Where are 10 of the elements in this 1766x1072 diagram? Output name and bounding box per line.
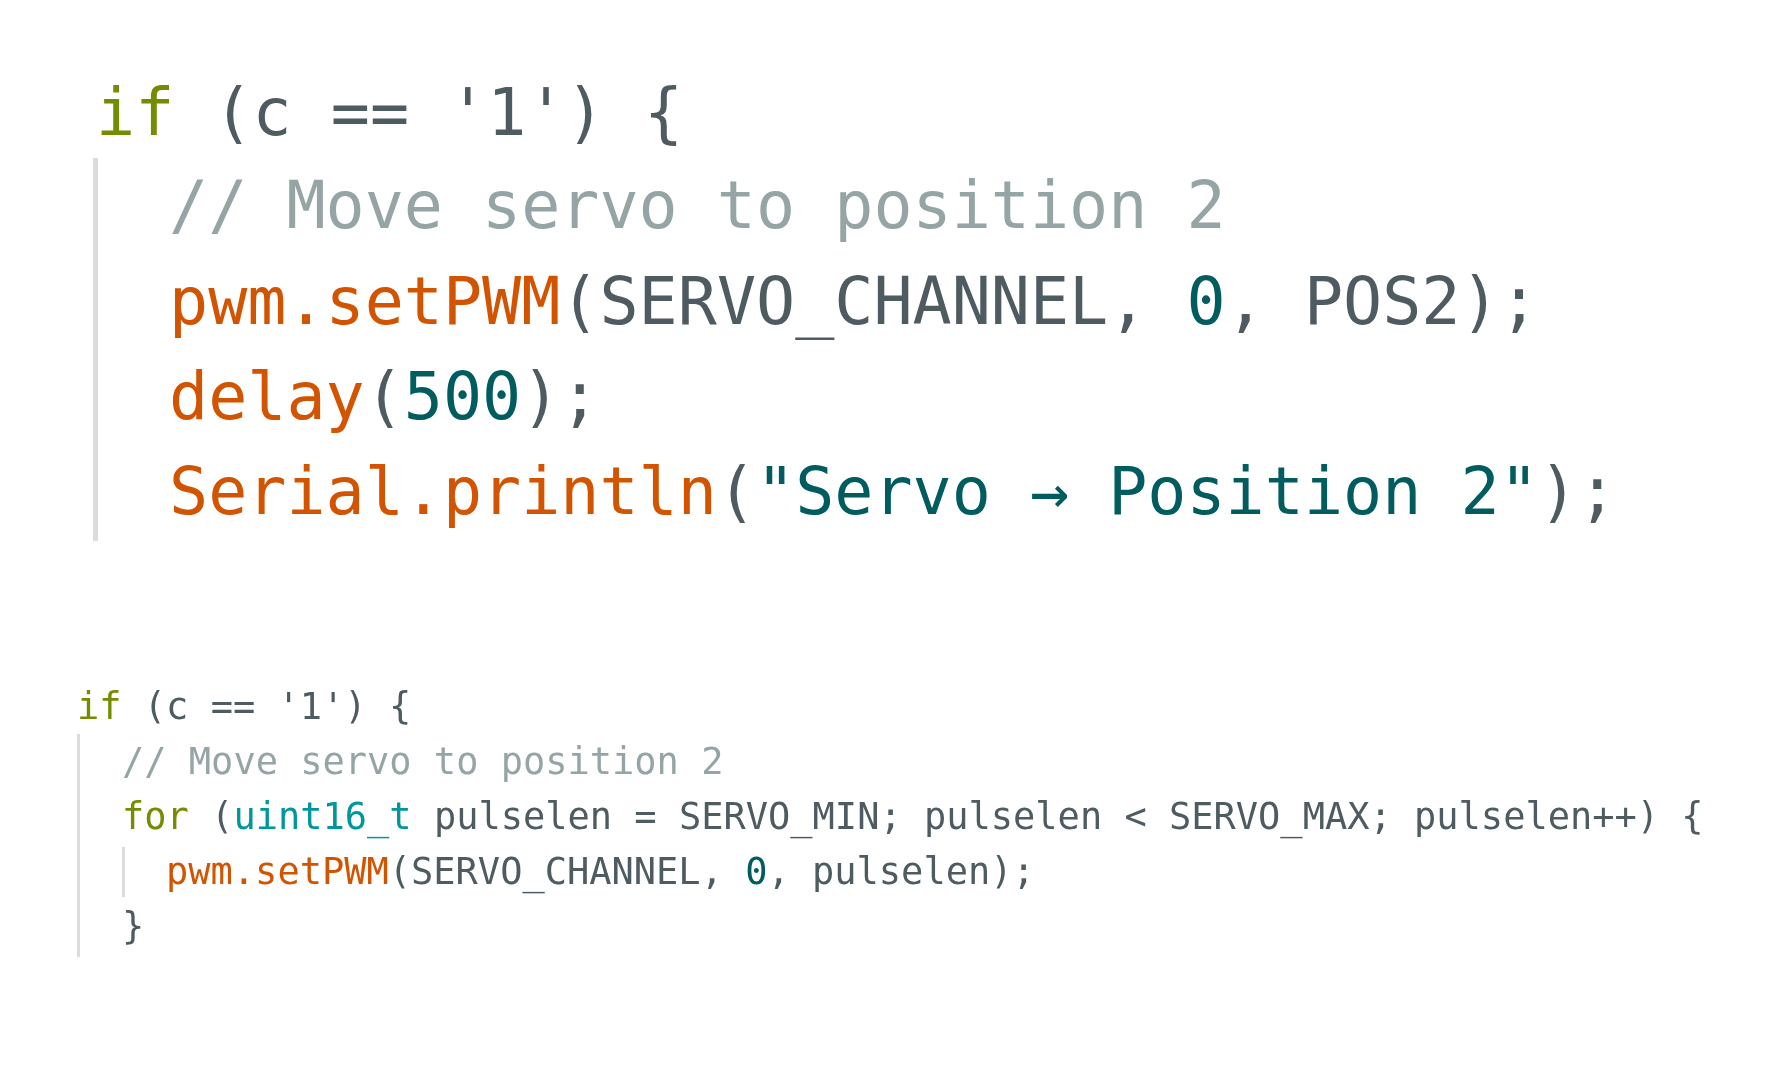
- code-line: if (c == '1') {: [96, 74, 684, 152]
- code-line: pwm.setPWM(SERVO_CHANNEL, 0, pulselen);: [166, 849, 1035, 895]
- code-line: Serial.println("Servo → Position 2");: [169, 453, 1617, 531]
- code-line: for (uint16_t pulselen = SERVO_MIN; pulselen < SERVO_MAX; pulselen++) {: [122, 794, 1704, 840]
- code-line: pwm.setPWM(SERVO_CHANNEL, 0, POS2);: [169, 263, 1539, 341]
- code-line: if (c == '1') {: [77, 684, 412, 730]
- code-line: }: [122, 904, 145, 950]
- code-comment: // Move servo to position 2: [169, 167, 1226, 245]
- code-comment: // Move servo to position 2: [122, 739, 724, 785]
- code-line: delay(500);: [169, 358, 600, 436]
